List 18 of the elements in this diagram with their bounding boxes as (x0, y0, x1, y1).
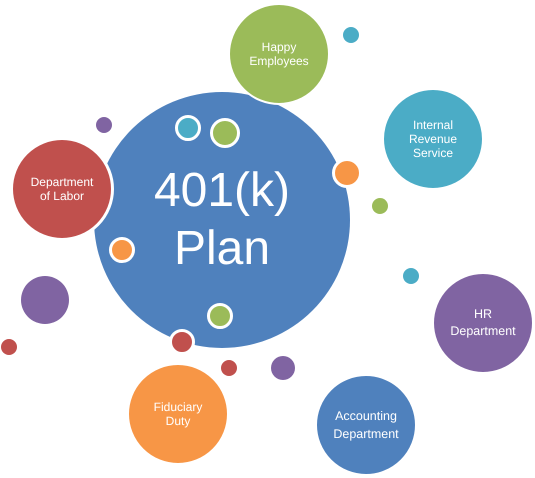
dot-icon (221, 360, 237, 376)
bubble-label: Department of Labor (30, 175, 94, 203)
ringed-dot-icon (175, 115, 201, 141)
bubble-icon (21, 276, 69, 324)
bubble-label: Internal Revenue Service (408, 118, 458, 160)
ringed-dot-icon (207, 303, 233, 329)
ringed-dot-icon (109, 237, 135, 263)
dot-icon (403, 268, 419, 284)
dot-icon (271, 356, 295, 380)
dot-icon (343, 27, 359, 43)
ringed-dot-icon (210, 118, 240, 148)
bubble-label: HR Department (449, 306, 517, 340)
bubble-label: Fiduciary Duty (152, 400, 204, 428)
bubble-label: Accounting Department (332, 408, 400, 443)
dot-icon (372, 198, 388, 214)
dot-icon (1, 339, 17, 355)
bubble-label: 401(k) Plan (152, 163, 292, 277)
bubble-label: Happy Employees (248, 40, 310, 68)
